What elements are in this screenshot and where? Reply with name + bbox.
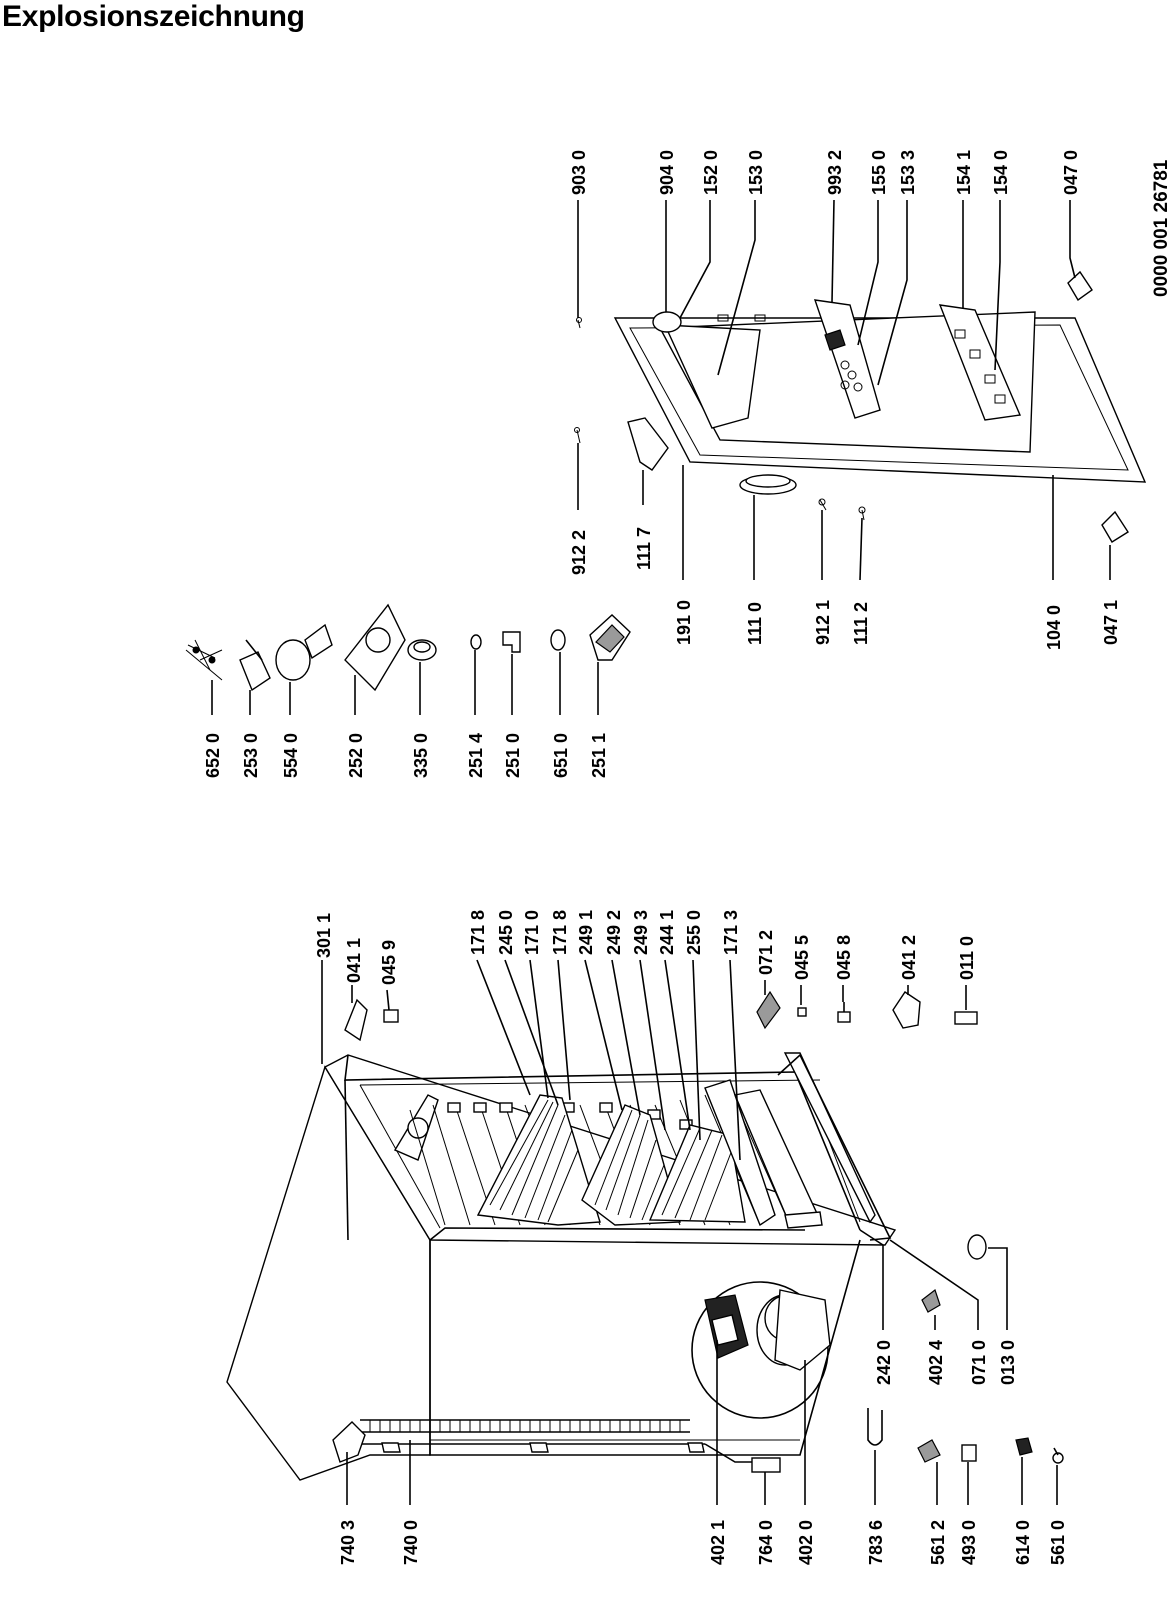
part-label: 993 2 (825, 150, 845, 195)
part-label: 154 0 (991, 150, 1011, 195)
part-label: 071 0 (969, 1340, 989, 1385)
cabinet-drawing (226, 1052, 897, 1481)
part-label: 335 0 (411, 733, 431, 778)
spare-parts-drawing (185, 603, 631, 692)
part-label: 171 0 (522, 910, 542, 955)
part-label: 245 0 (496, 910, 516, 955)
part-label: 740 0 (401, 1520, 421, 1565)
part-label: 013 0 (998, 1340, 1018, 1385)
part-label: 171 3 (721, 910, 741, 955)
part-label: 255 0 (684, 910, 704, 955)
part-label: 153 0 (746, 150, 766, 195)
part-label: 244 1 (657, 910, 677, 955)
page-title: Explosionszeichnung (2, 0, 305, 33)
part-label: 783 6 (866, 1520, 886, 1565)
part-label: 249 3 (631, 910, 651, 955)
part-label: 155 0 (869, 150, 889, 195)
part-label: 045 9 (379, 940, 399, 985)
part-label: 153 3 (898, 150, 918, 195)
part-label: 171 8 (468, 910, 488, 955)
part-label: 652 0 (203, 733, 223, 778)
part-label: 402 1 (708, 1520, 728, 1565)
part-label: 152 0 (701, 150, 721, 195)
part-label: 242 0 (874, 1340, 894, 1385)
part-label: 045 5 (792, 935, 812, 980)
part-label: 251 0 (503, 733, 523, 778)
part-label: 111 0 (745, 602, 765, 645)
part-label: 104 0 (1044, 605, 1064, 650)
part-label: 402 0 (796, 1520, 816, 1565)
part-label: 111 2 (851, 602, 871, 645)
part-label: 249 1 (576, 910, 596, 955)
part-label: 171 8 (550, 910, 570, 955)
part-labels: 301 1 041 1 045 9 171 8 245 0 171 0 171 … (203, 150, 1121, 1565)
small-parts-drawing (344, 990, 1064, 1473)
part-label: 561 2 (928, 1520, 948, 1565)
part-label: 249 2 (604, 910, 624, 955)
part-label: 011 0 (957, 936, 977, 980)
part-label: 904 0 (657, 150, 677, 195)
part-label: 912 1 (813, 600, 833, 645)
part-label: 561 0 (1048, 1520, 1068, 1565)
part-label: 252 0 (346, 733, 366, 778)
part-label: 740 3 (338, 1520, 358, 1565)
part-label: 614 0 (1013, 1520, 1033, 1565)
part-label: 047 0 (1061, 150, 1081, 195)
part-label: 111 7 (634, 527, 654, 570)
part-label: 253 0 (241, 733, 261, 778)
document-number: 0000 001 26781 (1151, 159, 1172, 297)
part-label: 493 0 (959, 1520, 979, 1565)
part-label: 251 1 (589, 733, 609, 778)
part-label: 903 0 (569, 150, 589, 195)
part-label: 041 2 (899, 935, 919, 980)
part-label: 154 1 (954, 150, 974, 195)
part-label: 912 2 (569, 530, 589, 575)
door-drawing (574, 270, 1147, 543)
part-label: 402 4 (926, 1340, 946, 1385)
part-label: 301 1 (314, 913, 334, 958)
part-label: 251 4 (466, 733, 486, 778)
part-label: 045 8 (834, 935, 854, 980)
part-label: 047 1 (1101, 600, 1121, 645)
part-label: 764 0 (756, 1520, 776, 1565)
part-label: 071 2 (756, 930, 776, 975)
part-label: 041 1 (344, 938, 364, 983)
leader-lines (211, 199, 1111, 1505)
part-label: 651 0 (551, 733, 571, 778)
part-label: 191 0 (674, 600, 694, 645)
part-label: 554 0 (281, 733, 301, 778)
